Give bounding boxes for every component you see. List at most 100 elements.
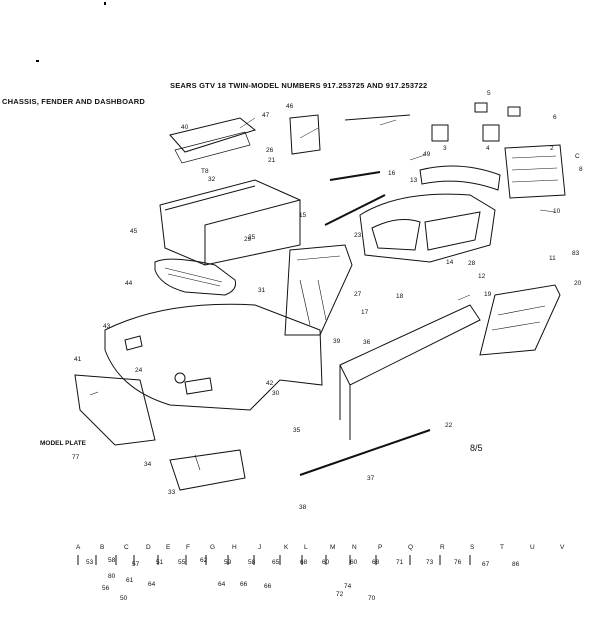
fastener-number: 60	[322, 559, 330, 566]
callout-label: 19	[484, 291, 492, 298]
seat-part	[154, 258, 236, 296]
callout-label: 83	[572, 250, 580, 257]
fastener-letter: L	[304, 544, 308, 551]
fastener-number: 53	[86, 559, 94, 566]
callout-label: 40	[181, 124, 189, 131]
callout-label: 26	[266, 147, 274, 154]
callout-label: 12	[478, 273, 486, 280]
callout-label: 5	[487, 90, 491, 97]
fastener-letter: D	[146, 544, 151, 551]
callout-label: 6	[553, 114, 557, 121]
rear-fender-panel	[159, 179, 301, 266]
callout-label: 36	[363, 339, 371, 346]
callout-label: 15	[299, 212, 307, 219]
callout-label: 10	[553, 208, 561, 215]
fastener-number: 59	[224, 559, 232, 566]
fastener-number: 80	[108, 573, 116, 580]
footrest-20	[479, 284, 561, 356]
fastener-letter: P	[378, 544, 382, 551]
hood-part	[359, 193, 496, 263]
fastener-number: 55	[178, 559, 186, 566]
support-rods	[324, 114, 411, 226]
callout-label: 29	[244, 236, 252, 243]
fastener-letter: T	[500, 544, 504, 551]
light-housings	[431, 102, 521, 142]
fastener-letter: C	[124, 544, 129, 551]
callout-label: 77	[72, 454, 80, 461]
fastener-letter: A	[76, 544, 81, 551]
callout-label: 47	[262, 112, 270, 119]
fastener-number: 60	[350, 559, 358, 566]
fastener-number: 68	[300, 559, 308, 566]
scan-mark	[36, 60, 39, 62]
lower-bracket	[169, 449, 246, 491]
callout-label: 35	[293, 427, 301, 434]
fastener-letter: S	[470, 544, 475, 551]
callout-label: 37	[367, 475, 375, 482]
callout-label: 30	[272, 390, 280, 397]
fastener-number: 71	[396, 559, 404, 566]
grille-strip	[419, 165, 501, 191]
fastener-letter: U	[530, 544, 535, 551]
page-number: 8/5	[470, 443, 483, 453]
callout-label: 44	[125, 280, 133, 287]
fastener-number: 64	[148, 581, 156, 588]
diagram-title: SEARS GTV 18 TWIN-MODEL NUMBERS 917.2537…	[170, 81, 428, 90]
callout-label: 39	[333, 338, 341, 345]
bracket-46	[289, 114, 321, 155]
fastener-letter: F	[186, 544, 190, 551]
fastener-letter: M	[330, 544, 335, 551]
callout-label: T8	[201, 168, 209, 175]
callout-label: 34	[144, 461, 152, 468]
leader-lines	[239, 117, 556, 301]
fastener-letter: N	[352, 544, 357, 551]
callout-label: 24	[135, 367, 143, 374]
section-heading: CHASSIS, FENDER AND DASHBOARD	[2, 97, 146, 106]
fastener-number: 64	[218, 581, 226, 588]
callout-label: 28	[468, 260, 476, 267]
callout-label: 31	[258, 287, 266, 294]
callout-label: 14	[446, 259, 454, 266]
callout-label: C	[575, 153, 580, 160]
scan-mark	[104, 2, 106, 5]
callout-label: 41	[74, 356, 82, 363]
fastener-number: 50	[120, 595, 128, 602]
fastener-letter: R	[440, 544, 445, 551]
fastener-number: 62	[200, 557, 208, 564]
callout-label: 13	[410, 177, 418, 184]
fastener-number: 51	[156, 559, 164, 566]
fastener-letter: E	[166, 544, 171, 551]
fastener-letter: Q	[408, 544, 413, 551]
fastener-letter: K	[284, 544, 289, 551]
fastener-letter: J	[258, 544, 261, 551]
callout-label: 17	[361, 309, 369, 316]
fastener-number: 58	[248, 559, 256, 566]
fastener-number: 74	[344, 583, 352, 590]
side-plate-41	[74, 374, 156, 446]
fastener-number: 73	[426, 559, 434, 566]
callout-label: 4	[486, 145, 490, 152]
callout-label: 32	[208, 176, 216, 183]
dashboard-tower	[284, 244, 353, 336]
fastener-letter: G	[210, 544, 215, 551]
callout-label: 11	[549, 255, 556, 262]
callout-label: 2	[550, 145, 554, 152]
callout-label: 43	[103, 323, 111, 330]
callout-label: 46	[286, 103, 294, 110]
fastener-number: 57	[132, 561, 140, 568]
fastener-number: 56	[102, 585, 110, 592]
callout-label: 3	[443, 145, 447, 152]
callout-label: 22	[445, 422, 453, 429]
fastener-number: 66	[240, 581, 248, 588]
callout-label: 16	[388, 170, 396, 177]
fastener-number: 65	[272, 559, 280, 566]
fastener-letter: B	[100, 544, 104, 551]
fastener-number: 70	[368, 595, 376, 602]
rear-deck-fender	[104, 303, 323, 411]
fastener-number: 58	[108, 557, 116, 564]
callout-label: 8	[579, 166, 583, 173]
model-plate-label: MODEL PLATE	[40, 440, 86, 447]
callout-label: 27	[354, 291, 362, 298]
fastener-letter: H	[232, 544, 237, 551]
